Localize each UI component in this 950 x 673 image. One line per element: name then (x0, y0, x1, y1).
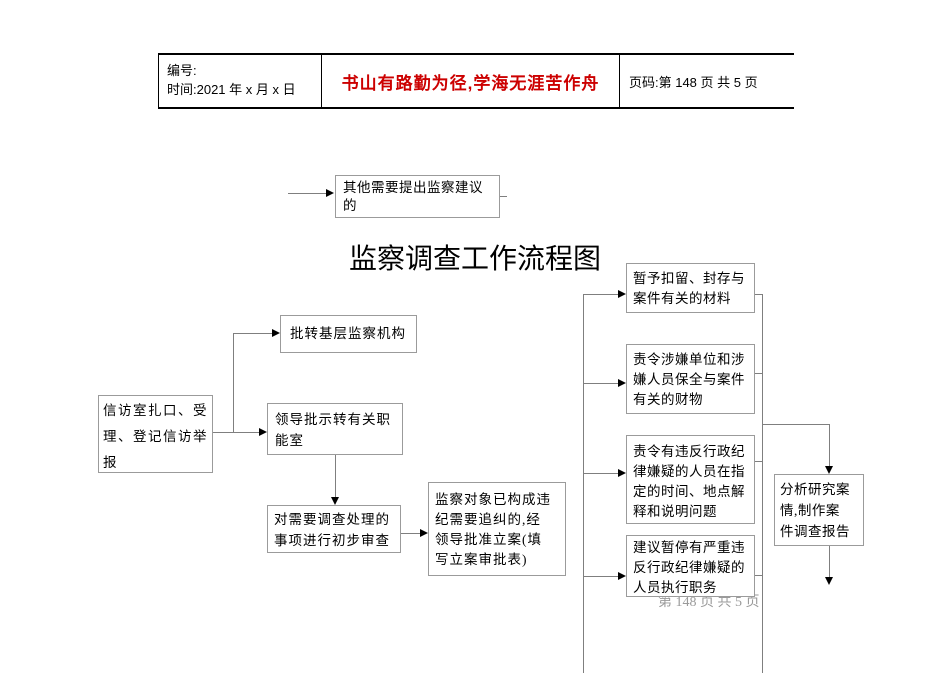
motto-text: 书山有路勤为径,学海无涯苦作舟 (341, 73, 600, 93)
connector-line (335, 455, 336, 497)
flowchart-box-petition-office: 信访室扎口、受 理、登记信访举 报 (98, 395, 213, 473)
flowchart-box-preliminary-review: 对需要调查处理的 事项进行初步审查 (267, 505, 401, 553)
header-cell-number-time: 编号: 时间:2021 年 x 月 x 日 (159, 55, 322, 107)
connector-line (583, 294, 618, 295)
connector-spine (762, 294, 763, 673)
flowchart-box-forward-grassroots: 批转基层监察机构 (280, 315, 417, 353)
watermark-page-number: 第 148 页 共 5 页 (658, 595, 760, 610)
arrowhead-right-icon (618, 469, 626, 477)
arrowhead-right-icon (420, 529, 428, 537)
arrowhead-down-icon (825, 577, 833, 585)
flowchart-box-detain-materials: 暂予扣留、封存与 案件有关的材料 (626, 263, 755, 313)
arrowhead-down-icon (331, 497, 339, 505)
flowchart-box-preserve-property: 责令涉嫌单位和涉 嫌人员保全与案件 有关的财物 (626, 344, 755, 414)
connector-spine (583, 294, 584, 673)
connector-stub (755, 294, 762, 295)
connector-line (233, 333, 272, 334)
connector-line (401, 533, 420, 534)
flowchart-box-analyze-report: 分析研究案 情,制作案 件调查报告 (774, 474, 864, 546)
flowchart-box-case-filing: 监察对象已构成违 纪需要追纠的,经 领导批准立案(填 写立案审批表) (428, 482, 566, 576)
connector-line (829, 424, 830, 466)
arrowhead-right-icon (618, 290, 626, 298)
connector-line (762, 424, 829, 425)
connector-line (288, 193, 326, 194)
arrowhead-right-icon (259, 428, 267, 436)
connector-stub (755, 461, 762, 462)
flowchart-title: 监察调查工作流程图 (348, 244, 601, 275)
connector-line (233, 333, 234, 433)
arrowhead-right-icon (618, 379, 626, 387)
connector-line (829, 546, 830, 577)
connector-stub (755, 373, 762, 374)
flowchart-box-other-suggestions: 其他需要提出监察建议 的 (335, 175, 500, 218)
flowchart-box-leader-instruction: 领导批示转有关职 能室 (267, 403, 403, 455)
connector-line (583, 383, 618, 384)
number-label: 编号: (167, 63, 197, 78)
connector-line (213, 432, 259, 433)
flowchart-box-suspend-duties: 建议暂停有严重违 反行政纪律嫌疑的 人员执行职务 (626, 535, 755, 597)
arrowhead-right-icon (272, 329, 280, 337)
header-cell-motto: 书山有路勤为径,学海无涯苦作舟 (322, 55, 620, 107)
time-label: 时间:2021 年 x 月 x 日 (167, 82, 296, 97)
connector-stub (499, 196, 507, 197)
arrowhead-right-icon (326, 189, 334, 197)
connector-line (583, 576, 618, 577)
header-cell-page-info: 页码:第 148 页 共 5 页 (620, 55, 794, 107)
flowchart-box-order-explanation: 责令有违反行政纪 律嫌疑的人员在指 定的时间、地点解 释和说明问题 (626, 435, 755, 524)
page-info-text: 页码:第 148 页 共 5 页 (629, 74, 758, 90)
connector-stub (755, 575, 762, 576)
arrowhead-right-icon (618, 572, 626, 580)
arrowhead-down-icon (825, 466, 833, 474)
header-table: 编号: 时间:2021 年 x 月 x 日 书山有路勤为径,学海无涯苦作舟 页码… (158, 53, 794, 109)
connector-line (583, 473, 618, 474)
